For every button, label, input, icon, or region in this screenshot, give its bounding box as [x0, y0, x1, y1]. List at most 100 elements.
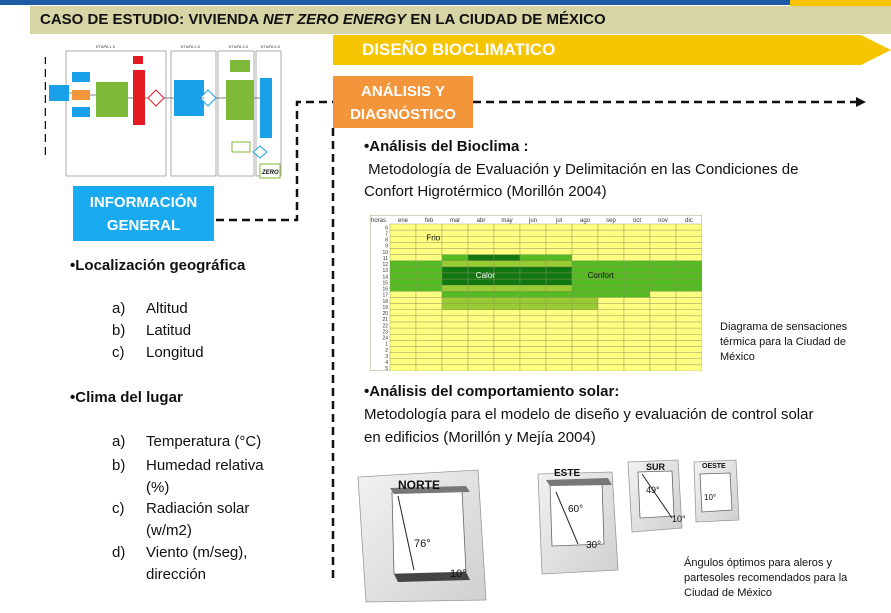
heatmap-cell: [519, 352, 547, 359]
heatmap-cell: [441, 260, 469, 268]
heatmap-cell: [571, 303, 599, 310]
heatmap-cell: [467, 254, 495, 261]
hour-tick-label: 9: [385, 244, 388, 250]
heatmap-cell: [467, 236, 495, 243]
heatmap-cell: [493, 236, 521, 243]
heatmap-cell: [545, 236, 573, 243]
hour-tick-label: 21: [382, 317, 388, 323]
heatmap-cell: [545, 309, 573, 317]
heatmap-cell: [623, 327, 651, 335]
heatmap-cell: [545, 266, 573, 274]
heatmap-cell: [493, 358, 521, 366]
heatmap-cell: [675, 254, 702, 261]
heatmap-cell: [649, 303, 677, 310]
hour-tick-label: 20: [382, 311, 388, 317]
heatmap-cell: [467, 223, 495, 231]
heatmap-cell: [389, 272, 417, 280]
heatmap-cell: [519, 340, 547, 347]
heatmap-cell: [493, 309, 521, 317]
heatmap-cell: [649, 291, 677, 298]
hour-tick-label: 14: [382, 274, 388, 280]
heatmap-cell: [493, 248, 521, 255]
heatmap-cell: [649, 327, 677, 335]
heatmap-cell: [675, 229, 702, 237]
heatmap-cell: [389, 334, 417, 341]
heatmap-cell: [441, 303, 469, 310]
heatmap-cell: [415, 266, 443, 274]
heatmap-cell: [597, 278, 625, 286]
heatmap-cell: [623, 346, 651, 353]
heatmap-cell: [597, 321, 625, 329]
heatmap-cell: [545, 346, 573, 353]
hour-tick-label: 11: [383, 256, 388, 262]
bioclimate-heading: •Análisis del Bioclima :: [364, 138, 529, 155]
heatmap-cell: [597, 340, 625, 347]
east-angle-2: 30°: [586, 540, 601, 551]
hour-tick-label: 18: [382, 299, 388, 305]
heatmap-cell: [571, 315, 599, 323]
heatmap-cell: [571, 260, 599, 268]
heatmap-cell: [493, 364, 521, 371]
heatmap-cell: [389, 254, 417, 261]
heatmap-cell: [493, 229, 521, 237]
heatmap-cell: [675, 315, 702, 323]
heatmap-cell: [623, 248, 651, 255]
west-window: OESTE 10°: [693, 459, 740, 523]
heatmap-cell: [519, 248, 547, 255]
heatmap-cell: [623, 278, 651, 286]
heatmap-cell: [493, 242, 521, 249]
location-list: a)Altitud b)Latitud c)Longitud: [112, 300, 204, 361]
heatmap-cell: [519, 346, 547, 353]
heatmap-cell: [389, 358, 417, 366]
heatmap-cell: [415, 315, 443, 323]
general-info-box: INFORMACIÓN GENERAL: [73, 186, 214, 241]
heatmap-cell: [389, 303, 417, 310]
hour-tick-label: 6: [385, 225, 388, 231]
heatmap-cell: [571, 364, 599, 371]
heatmap-cell: [675, 334, 702, 341]
heatmap-cell: [571, 242, 599, 249]
hour-tick-label: 7: [385, 231, 388, 237]
analysis-box-line2: DIAGNÓSTICO: [350, 106, 456, 123]
heatmap-cell: [389, 315, 417, 323]
heatmap-cell: [493, 291, 521, 298]
heatmap-cell: [415, 278, 443, 286]
heatmap-cell: [441, 309, 469, 317]
west-angle-1: 10°: [704, 493, 716, 502]
heatmap-cell: [675, 223, 702, 231]
month-tick-label: sep: [606, 218, 616, 224]
heatmap-cell: [597, 309, 625, 317]
heatmap-cell: [649, 254, 677, 261]
hour-tick-label: 15: [382, 280, 388, 286]
heatmap-cell: [467, 364, 495, 371]
heatmap-cell: [649, 321, 677, 329]
heatmap-cell: [571, 358, 599, 366]
heatmap-cell: [597, 334, 625, 341]
heatmap-cell: [545, 315, 573, 323]
heatmap-cell: [441, 346, 469, 353]
heatmap-cell: [467, 297, 495, 304]
heatmap-cell: [389, 340, 417, 347]
heatmap-cell: [389, 278, 417, 286]
heatmap-cell: [493, 315, 521, 323]
heatmap-cell: [649, 242, 677, 249]
heatmap-cell: [597, 254, 625, 261]
heatmap-cell: [415, 254, 443, 261]
heatmap-cell: [519, 309, 547, 317]
heatmap-cell: [675, 248, 702, 255]
heatmap-cell: [415, 334, 443, 341]
stage-4-label: ETAPA 4.0: [261, 44, 281, 49]
heatmap-cell: [389, 321, 417, 329]
heatmap-cell: [415, 346, 443, 353]
window-shading-illustrations: NORTE 76° 10° ESTE 60° 30° SUR 49° 10° O…: [357, 459, 740, 603]
heatmap-cell: [467, 248, 495, 255]
heatmap-cell: [519, 278, 547, 286]
heatmap-cell: [623, 364, 651, 371]
heatmap-cell: [597, 346, 625, 353]
heatmap-cell: [649, 309, 677, 317]
heatmap-cell: [571, 278, 599, 286]
heatmap-cell: [519, 321, 547, 329]
heatmap-cell: [493, 346, 521, 353]
heatmap-cell: [519, 254, 547, 261]
heatmap-cell: [467, 358, 495, 366]
